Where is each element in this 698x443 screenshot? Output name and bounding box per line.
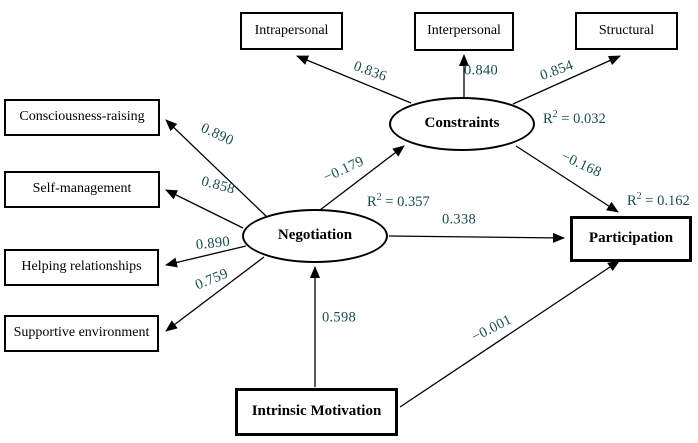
node-consciousness-raising: Consciousness-raising: [4, 99, 160, 136]
node-intrinsic-motivation: Intrinsic Motivation: [235, 388, 398, 436]
arrow-negotiation-to-constraints: [319, 145, 405, 211]
coef-negotiation-participation: 0.338: [441, 211, 477, 228]
node-negotiation: Negotiation: [242, 209, 388, 263]
coef-constraints-interpersonal: 0.840: [463, 62, 499, 79]
arrow-constraints-to-participation: [515, 145, 619, 213]
node-participation: Participation: [570, 216, 692, 262]
node-self-management: Self-management: [4, 171, 160, 208]
node-interpersonal: Interpersonal: [414, 12, 514, 51]
r2-negotiation: R2 = 0.357: [367, 192, 430, 210]
arrow-constraints-to-intrapersonal: [296, 55, 412, 104]
arrow-negotiation-to-participation: [388, 232, 565, 243]
r2-participation: R2 = 0.162: [627, 191, 690, 209]
arrow-negotiation-to-supportive-environment: [165, 256, 265, 332]
node-intrapersonal: Intrapersonal: [240, 12, 343, 50]
node-helping-relationships: Helping relationships: [4, 249, 159, 286]
arrow-intrinsic-to-participation: [399, 260, 620, 408]
r2-constraints: R2 = 0.032: [543, 109, 606, 127]
arrow-negotiation-to-helping-relationships: [165, 245, 247, 268]
node-constraints: Constraints: [389, 97, 535, 151]
coef-intrinsic-negotiation: 0.598: [321, 309, 357, 326]
arrow-negotiation-to-consciousness-raising: [165, 119, 268, 218]
arrow-negotiation-to-self-management: [165, 189, 244, 229]
node-supportive-environment: Supportive environment: [4, 315, 159, 352]
node-structural: Structural: [575, 12, 678, 50]
coef-negotiation-helping-relationships: 0.890: [195, 233, 231, 254]
arrow-constraints-to-structural: [512, 55, 621, 105]
